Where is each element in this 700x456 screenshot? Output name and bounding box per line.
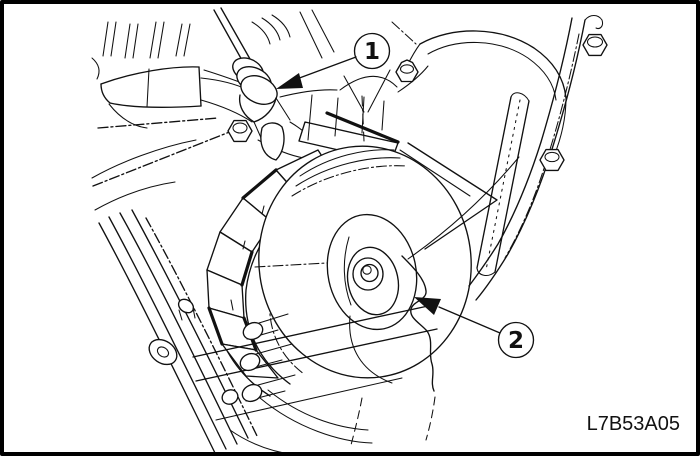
callout-1-circle (353, 32, 391, 70)
callout-2-label: 2 (508, 328, 524, 354)
crankcase-right (350, 14, 608, 446)
stud-bolt (239, 352, 261, 372)
callout-1: 1 (276, 32, 391, 89)
case-bore-arc (419, 30, 567, 99)
callout-2-circle (497, 321, 535, 359)
small-nut (177, 298, 195, 314)
case-rib (476, 96, 530, 273)
rotor-face (258, 145, 472, 379)
callout-2-leader (438, 306, 501, 334)
callout-1-leader (293, 56, 357, 81)
callout-1-label: 1 (364, 39, 380, 65)
stud-bolt (221, 389, 239, 405)
hex-bolt (395, 59, 419, 83)
callout-2-arrowhead (414, 297, 441, 315)
case-boss (260, 122, 285, 161)
tube-boss (148, 338, 178, 366)
crankshaft-end (360, 263, 379, 283)
stud-bolt (241, 383, 263, 403)
rotor-hub (352, 257, 384, 291)
callout-1-arrowhead (276, 73, 303, 89)
gasket-edge (401, 255, 435, 392)
figure-code: L7B53A05 (587, 413, 680, 435)
engine-background (91, 9, 429, 211)
hex-bolt (582, 33, 608, 57)
duct-wedge (407, 142, 498, 250)
spark-plug-wire (213, 9, 244, 63)
spark-plug-assembly (213, 7, 391, 161)
lower-case (192, 305, 438, 456)
cover-flange (475, 19, 586, 301)
hex-bolt (227, 119, 253, 143)
callout-2: 2 (414, 297, 535, 359)
stud-bolt (242, 321, 264, 341)
frame-tubes (98, 209, 259, 456)
